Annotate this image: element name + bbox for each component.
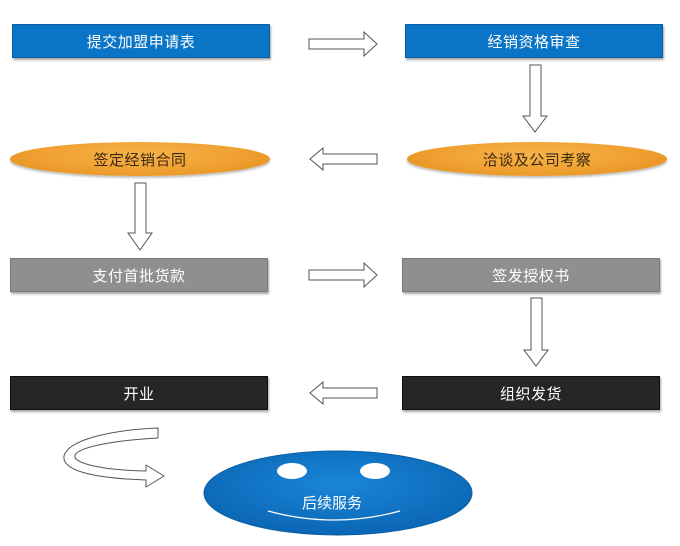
node-label: 洽谈及公司考察 [482,150,592,169]
left-eye [277,463,307,479]
arrow-left-icon [309,380,378,406]
node-organize-shipment: 组织发货 [402,376,660,410]
node-label: 开业 [123,384,155,403]
node-label: 组织发货 [499,384,562,403]
smiley-face-icon [203,450,473,536]
node-submit-application: 提交加盟申请表 [12,24,270,58]
arrow-left-icon [309,146,378,172]
node-pay-first-batch: 支付首批货款 [10,258,268,292]
right-eye [360,463,390,479]
node-negotiation-inspection: 洽谈及公司考察 [407,142,667,176]
node-label: 支付首批货款 [92,266,186,285]
node-sign-contract: 签定经销合同 [10,142,270,176]
node-label: 签发授权书 [492,266,570,285]
arrow-down-icon [523,297,549,367]
node-label: 经销资格审查 [487,32,581,51]
node-after-sales-service: 后续服务 [302,494,363,512]
node-label: 签定经销合同 [93,150,187,169]
node-issue-authorization: 签发授权书 [402,258,660,292]
arrow-right-icon [308,30,378,58]
node-label: 提交加盟申请表 [86,32,196,51]
node-open-business: 开业 [10,376,268,410]
node-qualification-review: 经销资格审查 [405,24,663,58]
arrow-down-icon [127,182,153,251]
arrow-right-icon [308,261,378,289]
arrow-down-icon [522,64,548,133]
curved-arrow-icon [63,427,165,488]
smile-line [267,510,401,521]
